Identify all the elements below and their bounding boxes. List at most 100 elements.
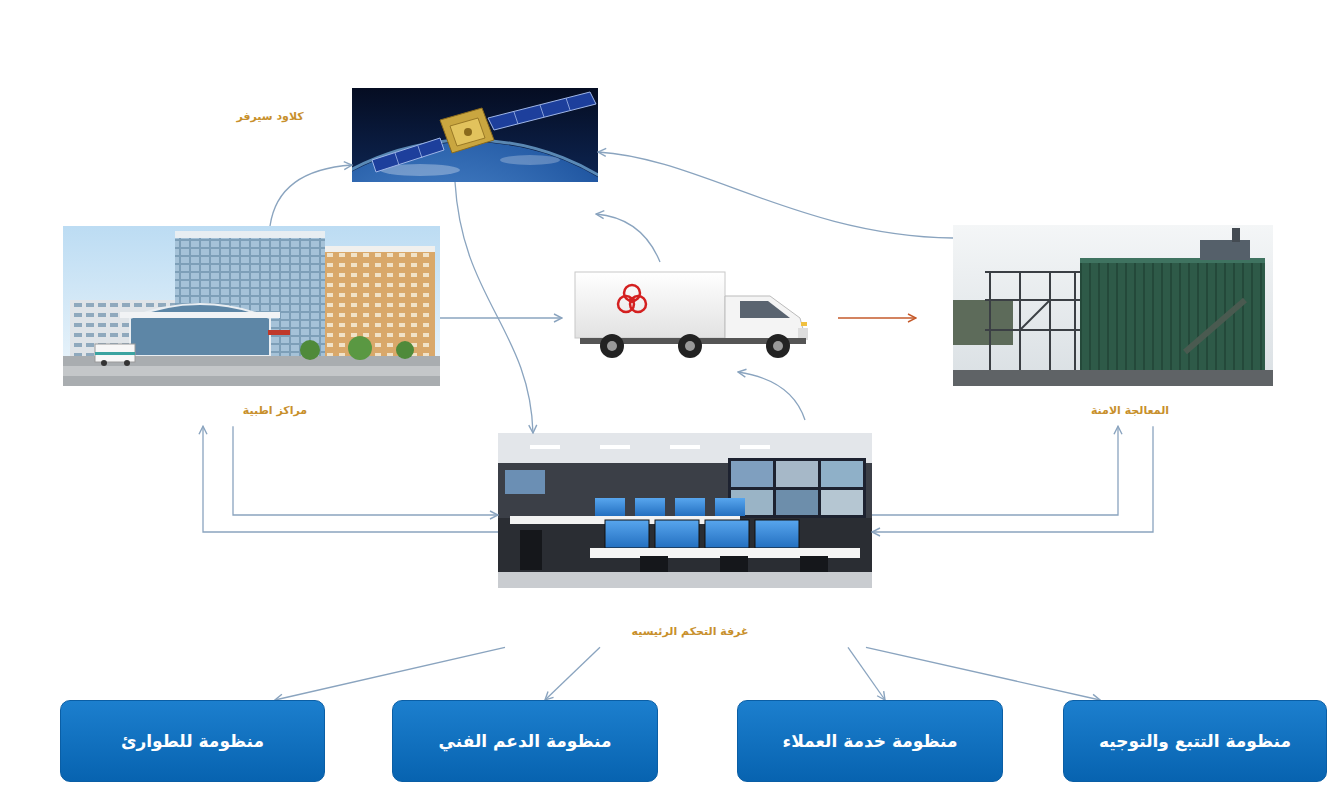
flow-arrow: [598, 152, 953, 238]
flow-arrow: [203, 426, 498, 532]
control-room-node: غرفة التحكم الرئيسيه: [498, 433, 872, 647]
node-caption: غرفة التحكم الرئيسيه: [630, 625, 751, 639]
treatment-plant-picture: [985, 299, 1080, 301]
truck-picture: [801, 322, 807, 326]
treatment-plant-picture: [985, 272, 1080, 370]
hospital-picture: [63, 226, 440, 386]
node-caption: كلاود سيرفر: [234, 110, 305, 124]
truck-arrow: [596, 214, 660, 262]
truck-picture: [607, 341, 617, 351]
treatment-plant-picture: [953, 300, 1013, 345]
flow-arrow: [270, 165, 352, 226]
control-room-picture: [776, 490, 818, 515]
cloud-server-node: كلاود سيرفر: [352, 88, 598, 182]
hospital-picture: [130, 304, 270, 356]
control-room-picture: [635, 498, 665, 516]
biohazard-symbol: [618, 296, 634, 312]
truck-picture: [773, 341, 783, 351]
truck-picture: [740, 301, 790, 318]
truck-picture: [678, 334, 702, 358]
hospital-picture: [124, 360, 130, 366]
control-room-picture: [498, 572, 872, 588]
biohazard-symbol: [618, 285, 646, 312]
hospital-picture: [63, 226, 440, 386]
treatment-plant-picture: [1080, 258, 1265, 370]
hospital-picture: [325, 246, 435, 252]
hospital-picture: [95, 344, 135, 362]
satellite-picture: [566, 98, 570, 110]
treatment-plant-picture: [1232, 228, 1240, 242]
treatment-plant-picture: [953, 370, 1273, 386]
system-box: منظومة الدعم الفني: [392, 700, 658, 782]
system-title: منظومة التتبع والتوجيه: [1099, 731, 1291, 751]
treatment-plant-picture: [985, 271, 1080, 273]
satellite-picture: [514, 112, 518, 124]
treatment-node: المعالجة الامنة: [953, 225, 1273, 426]
flow-arrow: [866, 647, 1100, 700]
control-room-picture: [505, 470, 545, 494]
satellite-picture: [395, 153, 399, 165]
satellite-picture: [372, 138, 444, 172]
satellite-picture: [440, 108, 494, 153]
system-title: منظومة الدعم الفني: [439, 731, 612, 751]
treatment-plant-picture: [1019, 272, 1021, 370]
control-room-picture: [600, 445, 630, 449]
hospital-picture: [120, 312, 280, 318]
flow-arrow: [455, 182, 533, 433]
control-room-picture: [821, 490, 863, 515]
satellite-picture: [352, 88, 598, 182]
truck-arrow: [838, 317, 916, 319]
control-room-picture: [705, 520, 749, 548]
flow-arrow: [545, 647, 600, 700]
satellite-picture: [464, 128, 472, 136]
treatment-plant-picture: [1074, 272, 1076, 370]
hospital-picture: [348, 336, 372, 360]
satellite-picture: [418, 146, 422, 158]
flow-arrow: [872, 426, 1118, 515]
hospital-picture: [175, 231, 325, 238]
truck-picture: [766, 334, 790, 358]
flow-arrow: [872, 426, 1153, 532]
truck-arrow: [440, 317, 562, 318]
treatment-plant-picture: [1200, 240, 1250, 260]
hospital-picture: [268, 330, 290, 335]
system-title: منظومة للطوارئ: [121, 731, 264, 751]
satellite-picture: [488, 92, 596, 130]
system-title: منظومة خدمة العملاء: [782, 731, 957, 751]
truck-picture: [685, 341, 695, 351]
system-box: منظومة للطوارئ: [60, 700, 325, 782]
control-room-picture: [821, 461, 863, 487]
satellite-picture: [540, 105, 544, 117]
control-room-picture: [731, 461, 773, 487]
control-room-picture: [605, 520, 649, 548]
control-room-picture: [728, 458, 866, 518]
hospital-picture: [396, 341, 414, 359]
hospital-picture: [325, 250, 435, 356]
medical-center-node: مراكز اطبية: [63, 226, 440, 426]
treatment-plant-picture: [985, 329, 1080, 331]
system-box: منظومة التتبع والتوجيه: [1063, 700, 1327, 782]
control-room-picture: [498, 433, 872, 588]
node-caption: المعالجة الامنة: [1089, 404, 1171, 418]
truck-picture: [575, 272, 808, 358]
control-room-picture: [498, 433, 872, 588]
truck-picture: [600, 334, 624, 358]
treatment-plant-picture: [1185, 300, 1245, 352]
truck-picture: [575, 272, 725, 338]
treatment-plant-picture: [953, 225, 1273, 386]
control-room-picture: [715, 498, 745, 516]
control-room-picture: [670, 445, 700, 449]
treatment-plant-picture: [989, 272, 991, 370]
treatment-plant-picture: [1049, 272, 1051, 370]
flow-arrow: [848, 647, 885, 700]
control-room-picture: [530, 445, 560, 449]
control-room-picture: [776, 461, 818, 487]
control-room-picture: [595, 498, 625, 516]
hospital-picture: [101, 360, 107, 366]
truck-picture: [725, 296, 806, 340]
satellite-picture: [500, 155, 560, 165]
hospital-picture: [95, 352, 135, 355]
